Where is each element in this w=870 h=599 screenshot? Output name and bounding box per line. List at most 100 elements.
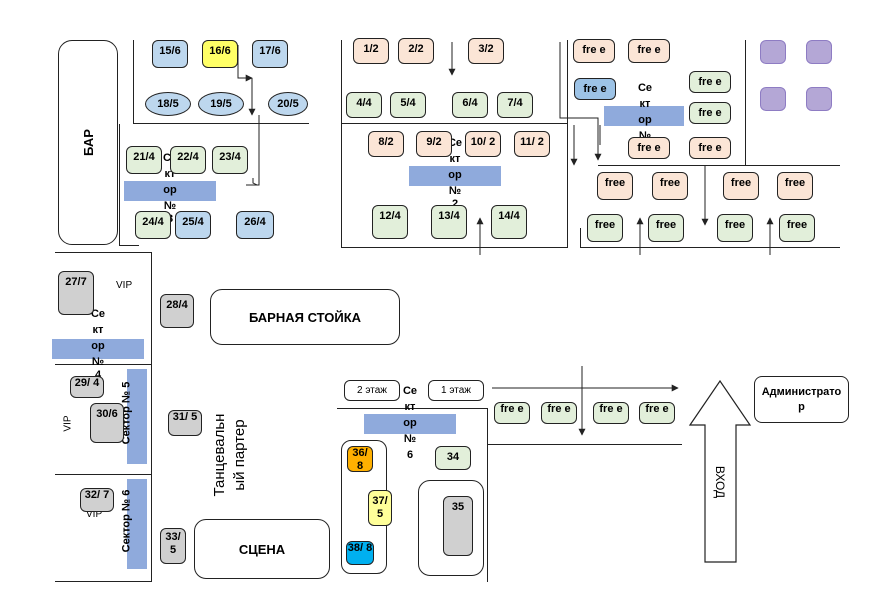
sector-label-part: ор: [163, 184, 177, 196]
wall: [341, 247, 567, 248]
dance-floor-label: Танцевальн ый партер: [210, 385, 250, 525]
free-table[interactable]: fre e: [593, 402, 629, 424]
table-10[interactable]: 10/ 2: [465, 131, 501, 157]
bar-area: БАР: [58, 40, 118, 245]
wall: [337, 408, 487, 409]
sector-7-bar: [364, 414, 456, 434]
free-table[interactable]: fre e: [494, 402, 530, 424]
table-14[interactable]: 14/4: [491, 205, 527, 239]
table-6[interactable]: 6/4: [452, 92, 488, 118]
vip-box[interactable]: [760, 87, 786, 111]
table-4[interactable]: 4/4: [346, 92, 382, 118]
sector-2-bar: [409, 166, 501, 186]
sector-label-part: Се: [90, 308, 106, 320]
table-5[interactable]: 5/4: [390, 92, 426, 118]
table-38[interactable]: 38/ 8: [346, 541, 374, 565]
table-7[interactable]: 7/4: [497, 92, 533, 118]
free-table[interactable]: free: [779, 214, 815, 242]
sector-label-part: кт: [404, 401, 416, 413]
free-table[interactable]: fre e: [628, 137, 670, 159]
free-table[interactable]: free: [723, 172, 759, 200]
table-21[interactable]: 21/4: [126, 146, 162, 174]
wall: [580, 247, 840, 248]
sector-6-bar: Сектор № 6: [120, 479, 147, 569]
wall: [567, 40, 568, 248]
table-15[interactable]: 15/6: [152, 40, 188, 68]
table-17[interactable]: 17/6: [252, 40, 288, 68]
sector-label-part: кт: [164, 168, 176, 180]
vip-box[interactable]: [806, 87, 832, 111]
free-table[interactable]: fre e: [639, 402, 675, 424]
table-11[interactable]: 11/ 2: [514, 131, 550, 157]
free-table[interactable]: free: [648, 214, 684, 242]
sector-5-bar: Сектор № 5: [120, 369, 147, 464]
bar-counter: БАРНАЯ СТОЙКА: [210, 289, 400, 345]
sector-label-part: №: [403, 433, 417, 445]
sector-label-part: кт: [639, 98, 651, 110]
wall: [133, 40, 134, 124]
free-table[interactable]: free: [652, 172, 688, 200]
table-29[interactable]: 29/ 4: [70, 376, 104, 398]
free-table[interactable]: fre e: [689, 137, 731, 159]
wall: [55, 252, 152, 253]
sector-label-part: ор: [91, 340, 105, 352]
vip-label: VIP: [86, 509, 103, 520]
table-20[interactable]: 20/5: [268, 92, 308, 116]
wall: [55, 474, 152, 475]
floor1-label: 1 этаж: [428, 380, 484, 401]
table-28[interactable]: 28/4: [160, 294, 194, 328]
table-32[interactable]: 32/ 7: [80, 488, 114, 512]
wall: [119, 245, 139, 246]
bar-label: БАР: [80, 129, 96, 156]
sector-4-bar: [52, 339, 144, 359]
free-table[interactable]: fre e: [574, 78, 616, 100]
stage: СЦЕНА: [194, 519, 330, 579]
free-table[interactable]: fre e: [541, 402, 577, 424]
table-37[interactable]: 37/ 5: [368, 490, 392, 526]
table-3[interactable]: 3/2: [468, 38, 504, 64]
free-table[interactable]: fre e: [628, 39, 670, 63]
free-table[interactable]: fre e: [689, 102, 731, 124]
table-19[interactable]: 19/5: [198, 92, 244, 116]
sector-label-part: №: [163, 200, 177, 212]
free-table[interactable]: fre e: [573, 39, 615, 63]
sector-label-part: ор: [638, 114, 652, 126]
table-12[interactable]: 12/4: [372, 205, 408, 239]
free-table[interactable]: free: [587, 214, 623, 242]
table-25[interactable]: 25/4: [175, 211, 211, 239]
table-31[interactable]: 31/ 5: [168, 410, 202, 436]
free-table[interactable]: free: [777, 172, 813, 200]
table-16[interactable]: 16/6: [202, 40, 238, 68]
sector-label-part: №: [91, 356, 105, 368]
table-18[interactable]: 18/5: [145, 92, 191, 116]
table-1[interactable]: 1/2: [353, 38, 389, 64]
floor2-label: 2 этаж: [344, 380, 400, 401]
table-2[interactable]: 2/2: [398, 38, 434, 64]
vip-box[interactable]: [760, 40, 786, 64]
vip-box[interactable]: [806, 40, 832, 64]
table-33[interactable]: 33/ 5: [160, 528, 186, 564]
free-table[interactable]: free: [597, 172, 633, 200]
table-8[interactable]: 8/2: [368, 131, 404, 157]
sector-label-part: Се: [402, 385, 418, 397]
table-13[interactable]: 13/4: [431, 205, 467, 239]
table-30[interactable]: 30/6: [90, 403, 124, 443]
free-table[interactable]: free: [717, 214, 753, 242]
admin-box: Администратор: [754, 376, 849, 423]
table-22[interactable]: 22/4: [170, 146, 206, 174]
table-24[interactable]: 24/4: [135, 211, 171, 239]
free-table[interactable]: fre e: [689, 71, 731, 93]
table-34[interactable]: 34: [435, 446, 471, 470]
table-26[interactable]: 26/4: [236, 211, 274, 239]
table-36[interactable]: 36/ 8: [347, 446, 373, 472]
table-35[interactable]: 35: [443, 496, 473, 556]
wall: [55, 364, 152, 365]
table-9[interactable]: 9/2: [416, 131, 452, 157]
vip-label: VIP: [116, 280, 133, 291]
table-23[interactable]: 23/4: [212, 146, 248, 174]
sector-label-part: Се: [637, 82, 653, 94]
table-27[interactable]: 27/7: [58, 271, 94, 315]
wall: [151, 252, 152, 582]
wall: [341, 123, 567, 124]
